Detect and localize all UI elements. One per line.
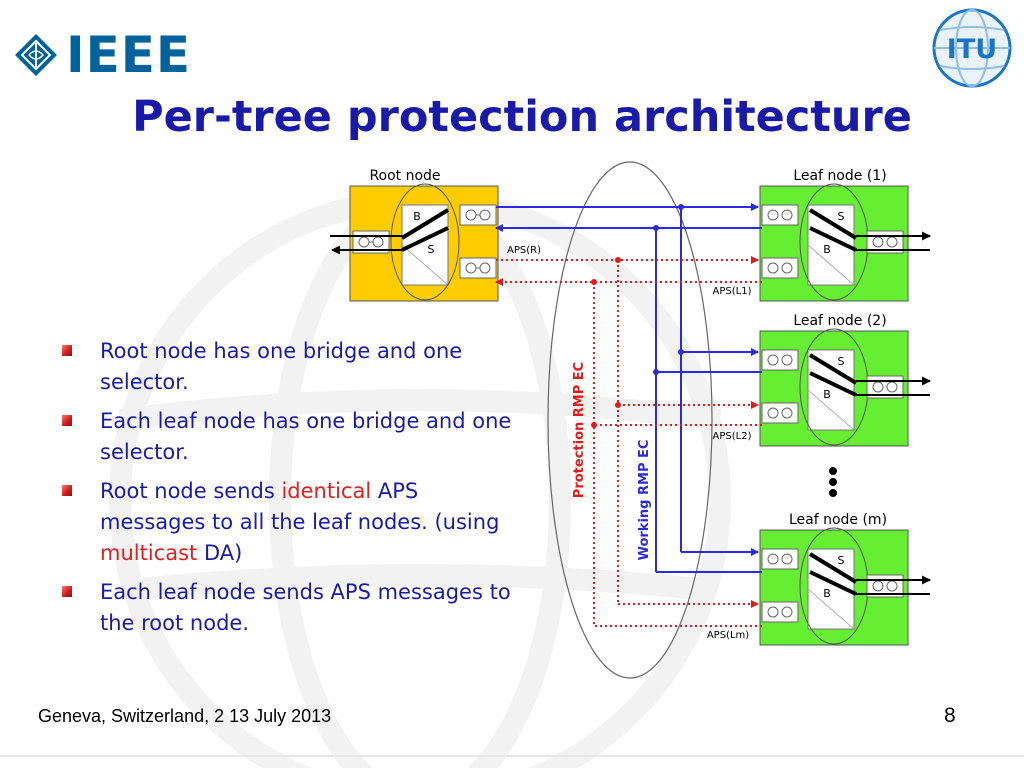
leaf-node-1-selector: S [838, 210, 845, 223]
bullet-item: Each leaf node has one bridge and one se… [58, 406, 518, 468]
leaf-node-m-label: Leaf node (m) [789, 512, 887, 528]
leaf-node-m-bridge: B [823, 587, 831, 600]
bullet-square-icon [62, 485, 72, 496]
leaf-node-1: Leaf node (1) S B APS(L1) [713, 168, 931, 302]
ieee-logo: IEEE [14, 30, 191, 80]
bullet-item: Root node has one bridge and one selecto… [58, 336, 518, 398]
leaf-node-m: Leaf node (m) S B APS(Lm) [707, 512, 931, 646]
root-port-working [459, 204, 497, 226]
more-leaves-dots [829, 467, 837, 497]
bullet-list: Root node has one bridge and one selecto… [58, 336, 518, 647]
highlight-multicast: multicast [100, 541, 198, 565]
working-rmp-ec-paths [495, 203, 762, 573]
root-aps-label: APS(R) [507, 245, 541, 256]
protection-junction-dots [591, 257, 621, 428]
leaf-node-m-selector: S [838, 554, 845, 567]
ieee-diamond-icon [15, 34, 57, 76]
working-rmp-ec-label: Working RMP EC [637, 440, 652, 561]
highlight-identical: identical [281, 479, 372, 503]
bullet-item: Root node sends identical APS messages t… [58, 476, 518, 569]
bullet-square-icon [62, 415, 72, 426]
leaf-node-1-bridge: B [823, 243, 831, 256]
bullet-square-icon [62, 345, 72, 356]
leaf-node-2-bridge: B [823, 388, 831, 401]
itu-logo: ITU [932, 8, 1012, 88]
root-node: Root node B S APS(R) [330, 168, 541, 302]
leaf-node-2-label: Leaf node (2) [793, 313, 886, 329]
root-node-label: Root node [369, 168, 440, 184]
protection-rmp-ec-paths [495, 256, 762, 627]
root-bridge-label: B [413, 210, 421, 223]
leaf-node-2-selector: S [838, 355, 845, 368]
itu-logo-text: ITU [947, 34, 997, 65]
leaf-node-m-aps: APS(Lm) [707, 630, 749, 641]
page-number: 8 [944, 704, 956, 727]
ieee-logo-text: IEEE [66, 26, 192, 84]
root-port-protection [459, 257, 497, 279]
protection-rmp-ec-label: Protection RMP EC [572, 362, 587, 498]
leaf-node-1-label: Leaf node (1) [793, 168, 886, 184]
bullet-square-icon [62, 586, 72, 597]
root-selector-label: S [428, 243, 435, 256]
leaf-node-1-aps: APS(L1) [713, 286, 752, 297]
leaf-node-2-aps: APS(L2) [713, 431, 752, 442]
leaf-node-2: Leaf node (2) S B APS(L2) [713, 313, 931, 447]
ec-ellipse [547, 161, 713, 679]
working-junction-dots [653, 204, 684, 375]
slide-title: Per-tree protection architecture [132, 92, 912, 142]
footer-location-date: Geneva, Switzerland, 2 13 July 2013 [38, 706, 332, 726]
bullet-item: Each leaf node sends APS messages to the… [58, 577, 518, 639]
